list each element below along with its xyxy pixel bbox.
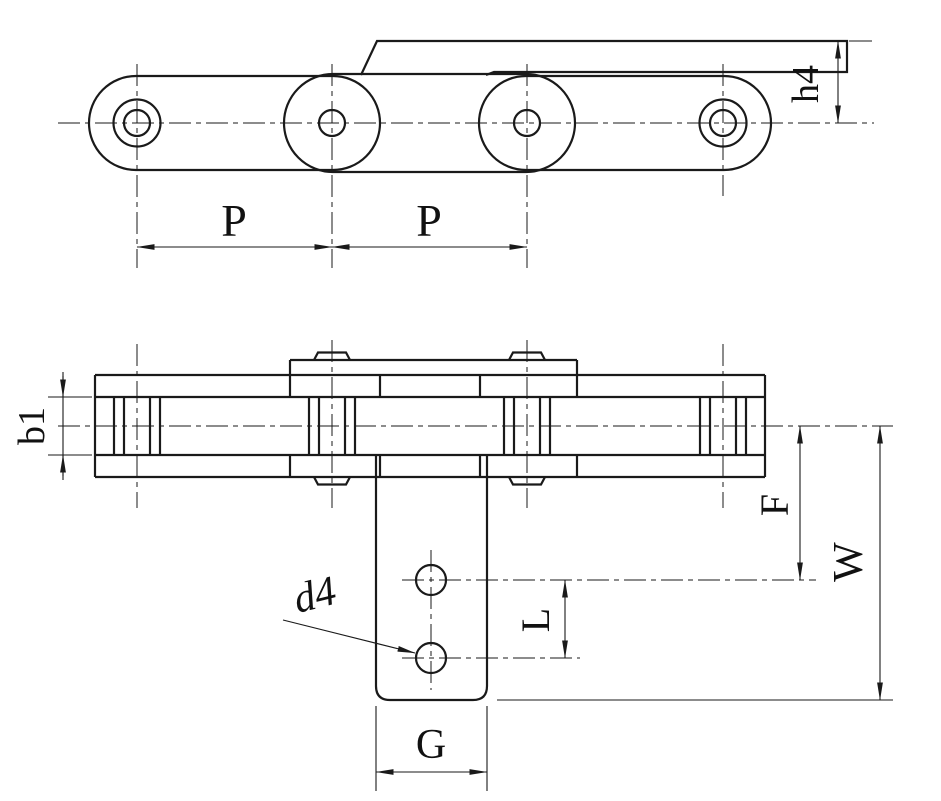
dimension-d4-leader: d4 xyxy=(282,568,416,654)
dimension-pitch-right: P xyxy=(331,195,528,250)
dimension-W: W xyxy=(497,425,893,701)
front-view-centerlines xyxy=(58,340,893,690)
dimension-F: F xyxy=(752,425,803,581)
chain-plates-plan xyxy=(93,358,767,479)
side-view: h4 P P xyxy=(58,39,874,268)
w-label: W xyxy=(826,542,872,582)
pins-and-rollers xyxy=(112,98,748,148)
h4-label: h4 xyxy=(785,65,827,103)
bent-attachment-profile xyxy=(360,39,849,77)
dimension-L: L xyxy=(513,579,568,659)
b1-label: b1 xyxy=(11,407,53,445)
front-view: b1 F W L G d4 xyxy=(11,340,893,791)
d4-label: d4 xyxy=(289,568,341,623)
attachment-plate xyxy=(374,456,489,702)
attachment-hole-upper xyxy=(414,563,448,597)
side-view-centerlines xyxy=(58,64,874,268)
f-label: F xyxy=(752,494,797,516)
dimension-h4: h4 xyxy=(785,40,872,124)
l-label: L xyxy=(513,608,558,632)
dimension-G: G xyxy=(375,706,488,791)
pitch-right-label: P xyxy=(416,195,442,246)
attachment-hole-lower xyxy=(414,641,448,675)
rollers-plan xyxy=(112,397,748,455)
pin-rivet-heads xyxy=(313,351,546,486)
dimension-b1: b1 xyxy=(11,372,92,480)
dimension-pitch-left: P xyxy=(136,195,333,250)
g-label: G xyxy=(416,722,446,768)
pitch-left-label: P xyxy=(221,195,247,246)
link-plates xyxy=(87,72,773,174)
